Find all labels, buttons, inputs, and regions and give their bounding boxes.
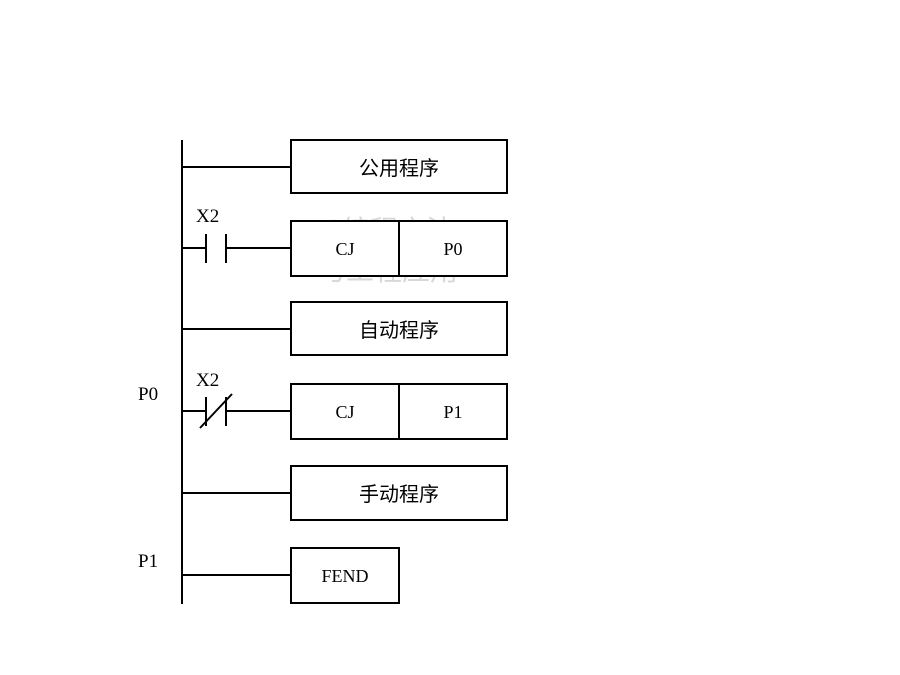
auto-program-label: 自动程序 xyxy=(359,318,439,342)
contact-x2-nc-label: X2 xyxy=(196,370,219,391)
fend-box xyxy=(290,547,400,604)
manual-program-label: 手动程序 xyxy=(359,482,439,506)
manual-program-box xyxy=(290,465,508,521)
rung-manual: 手动程序 xyxy=(182,465,508,521)
nc-contact-slash xyxy=(199,393,233,429)
rung-jump-p1: P0 X2 CJ P1 xyxy=(138,370,508,440)
cj-p0-op: CJ xyxy=(335,239,354,259)
cj-p1-op: CJ xyxy=(335,402,354,422)
cj-p1-arg: P1 xyxy=(443,402,462,422)
common-program-label: 公用程序 xyxy=(359,156,439,180)
pointer-p0-label: P0 xyxy=(138,384,158,405)
rung-jump-p0: X2 CJ P0 xyxy=(182,206,508,277)
rung-common: 公用程序 xyxy=(182,139,508,194)
pointer-p1-label: P1 xyxy=(138,551,158,572)
contact-x2-no-label: X2 xyxy=(196,206,219,227)
auto-program-box xyxy=(290,301,508,356)
rung-auto: 自动程序 xyxy=(182,301,508,356)
rung-fend: P1 FEND xyxy=(138,547,400,604)
cj-p0-arg: P0 xyxy=(443,239,462,259)
fend-label: FEND xyxy=(321,566,368,586)
common-program-box xyxy=(290,139,508,194)
